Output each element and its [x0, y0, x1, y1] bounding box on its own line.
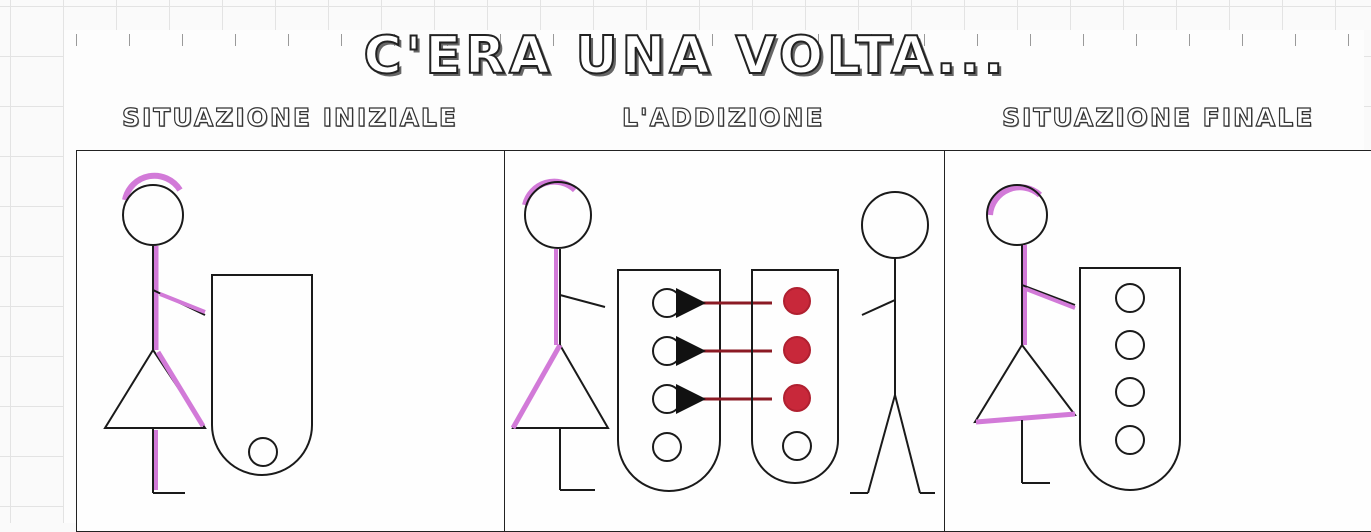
empty-circle [1115, 377, 1145, 407]
ruler-tick [871, 34, 872, 46]
ruler-tick [818, 34, 819, 46]
ruler-tick [977, 34, 978, 46]
empty-circle [1115, 425, 1145, 455]
ruler-tick [1242, 34, 1243, 46]
ruler-tick [1083, 34, 1084, 46]
empty-circle [1115, 330, 1145, 360]
ruler-tick [447, 34, 448, 46]
girl-figure-final [973, 184, 1077, 484]
ruler-tick [394, 34, 395, 46]
container-final [1079, 267, 1181, 491]
red-token [783, 287, 811, 315]
ruler-tick [606, 34, 607, 46]
girl-figure-addition [510, 178, 610, 491]
ruler-tick [500, 34, 501, 46]
ruler-tick [129, 34, 130, 46]
panel-situazione-iniziale [76, 150, 506, 532]
girl-figure-initial [103, 172, 207, 494]
boy-figure-addition [850, 191, 935, 494]
empty-circle [652, 288, 682, 318]
ruler-tick [76, 34, 77, 46]
empty-circle [652, 336, 682, 366]
ruler-tick [341, 34, 342, 46]
ruler-tick [1136, 34, 1137, 46]
ruler-tick [182, 34, 183, 46]
arrows-addition [676, 288, 772, 414]
ruler-tick [553, 34, 554, 46]
ruler-tick [1189, 34, 1190, 46]
heading-situazione-iniziale: SITUAZIONE INIZIALE [121, 102, 458, 132]
empty-circle [652, 432, 682, 462]
ruler-tick [659, 34, 660, 46]
ruler-tick [288, 34, 289, 46]
red-token [783, 336, 811, 364]
ruler-tick [235, 34, 236, 46]
panel-situazione-finale [944, 150, 1371, 532]
container-initial [211, 274, 313, 476]
ruler-tick [1030, 34, 1031, 46]
ruler-tick [765, 34, 766, 46]
container-right-addition [751, 269, 839, 484]
empty-circle [1115, 283, 1145, 313]
ruler-tick [712, 34, 713, 46]
ruler-tick [1348, 34, 1349, 46]
heading-situazione-finale: SITUAZIONE FINALE [1001, 102, 1315, 132]
ruler-tick [1295, 34, 1296, 46]
heading-addizione: L'ADDIZIONE [621, 102, 825, 132]
ruler-ticks [64, 34, 1364, 48]
page-title: C'ERA UNA VOLTA... [362, 25, 1008, 87]
ruler-tick [924, 34, 925, 46]
empty-circle [782, 431, 812, 461]
red-token [783, 384, 811, 412]
empty-circle [652, 384, 682, 414]
empty-circle [248, 437, 278, 467]
